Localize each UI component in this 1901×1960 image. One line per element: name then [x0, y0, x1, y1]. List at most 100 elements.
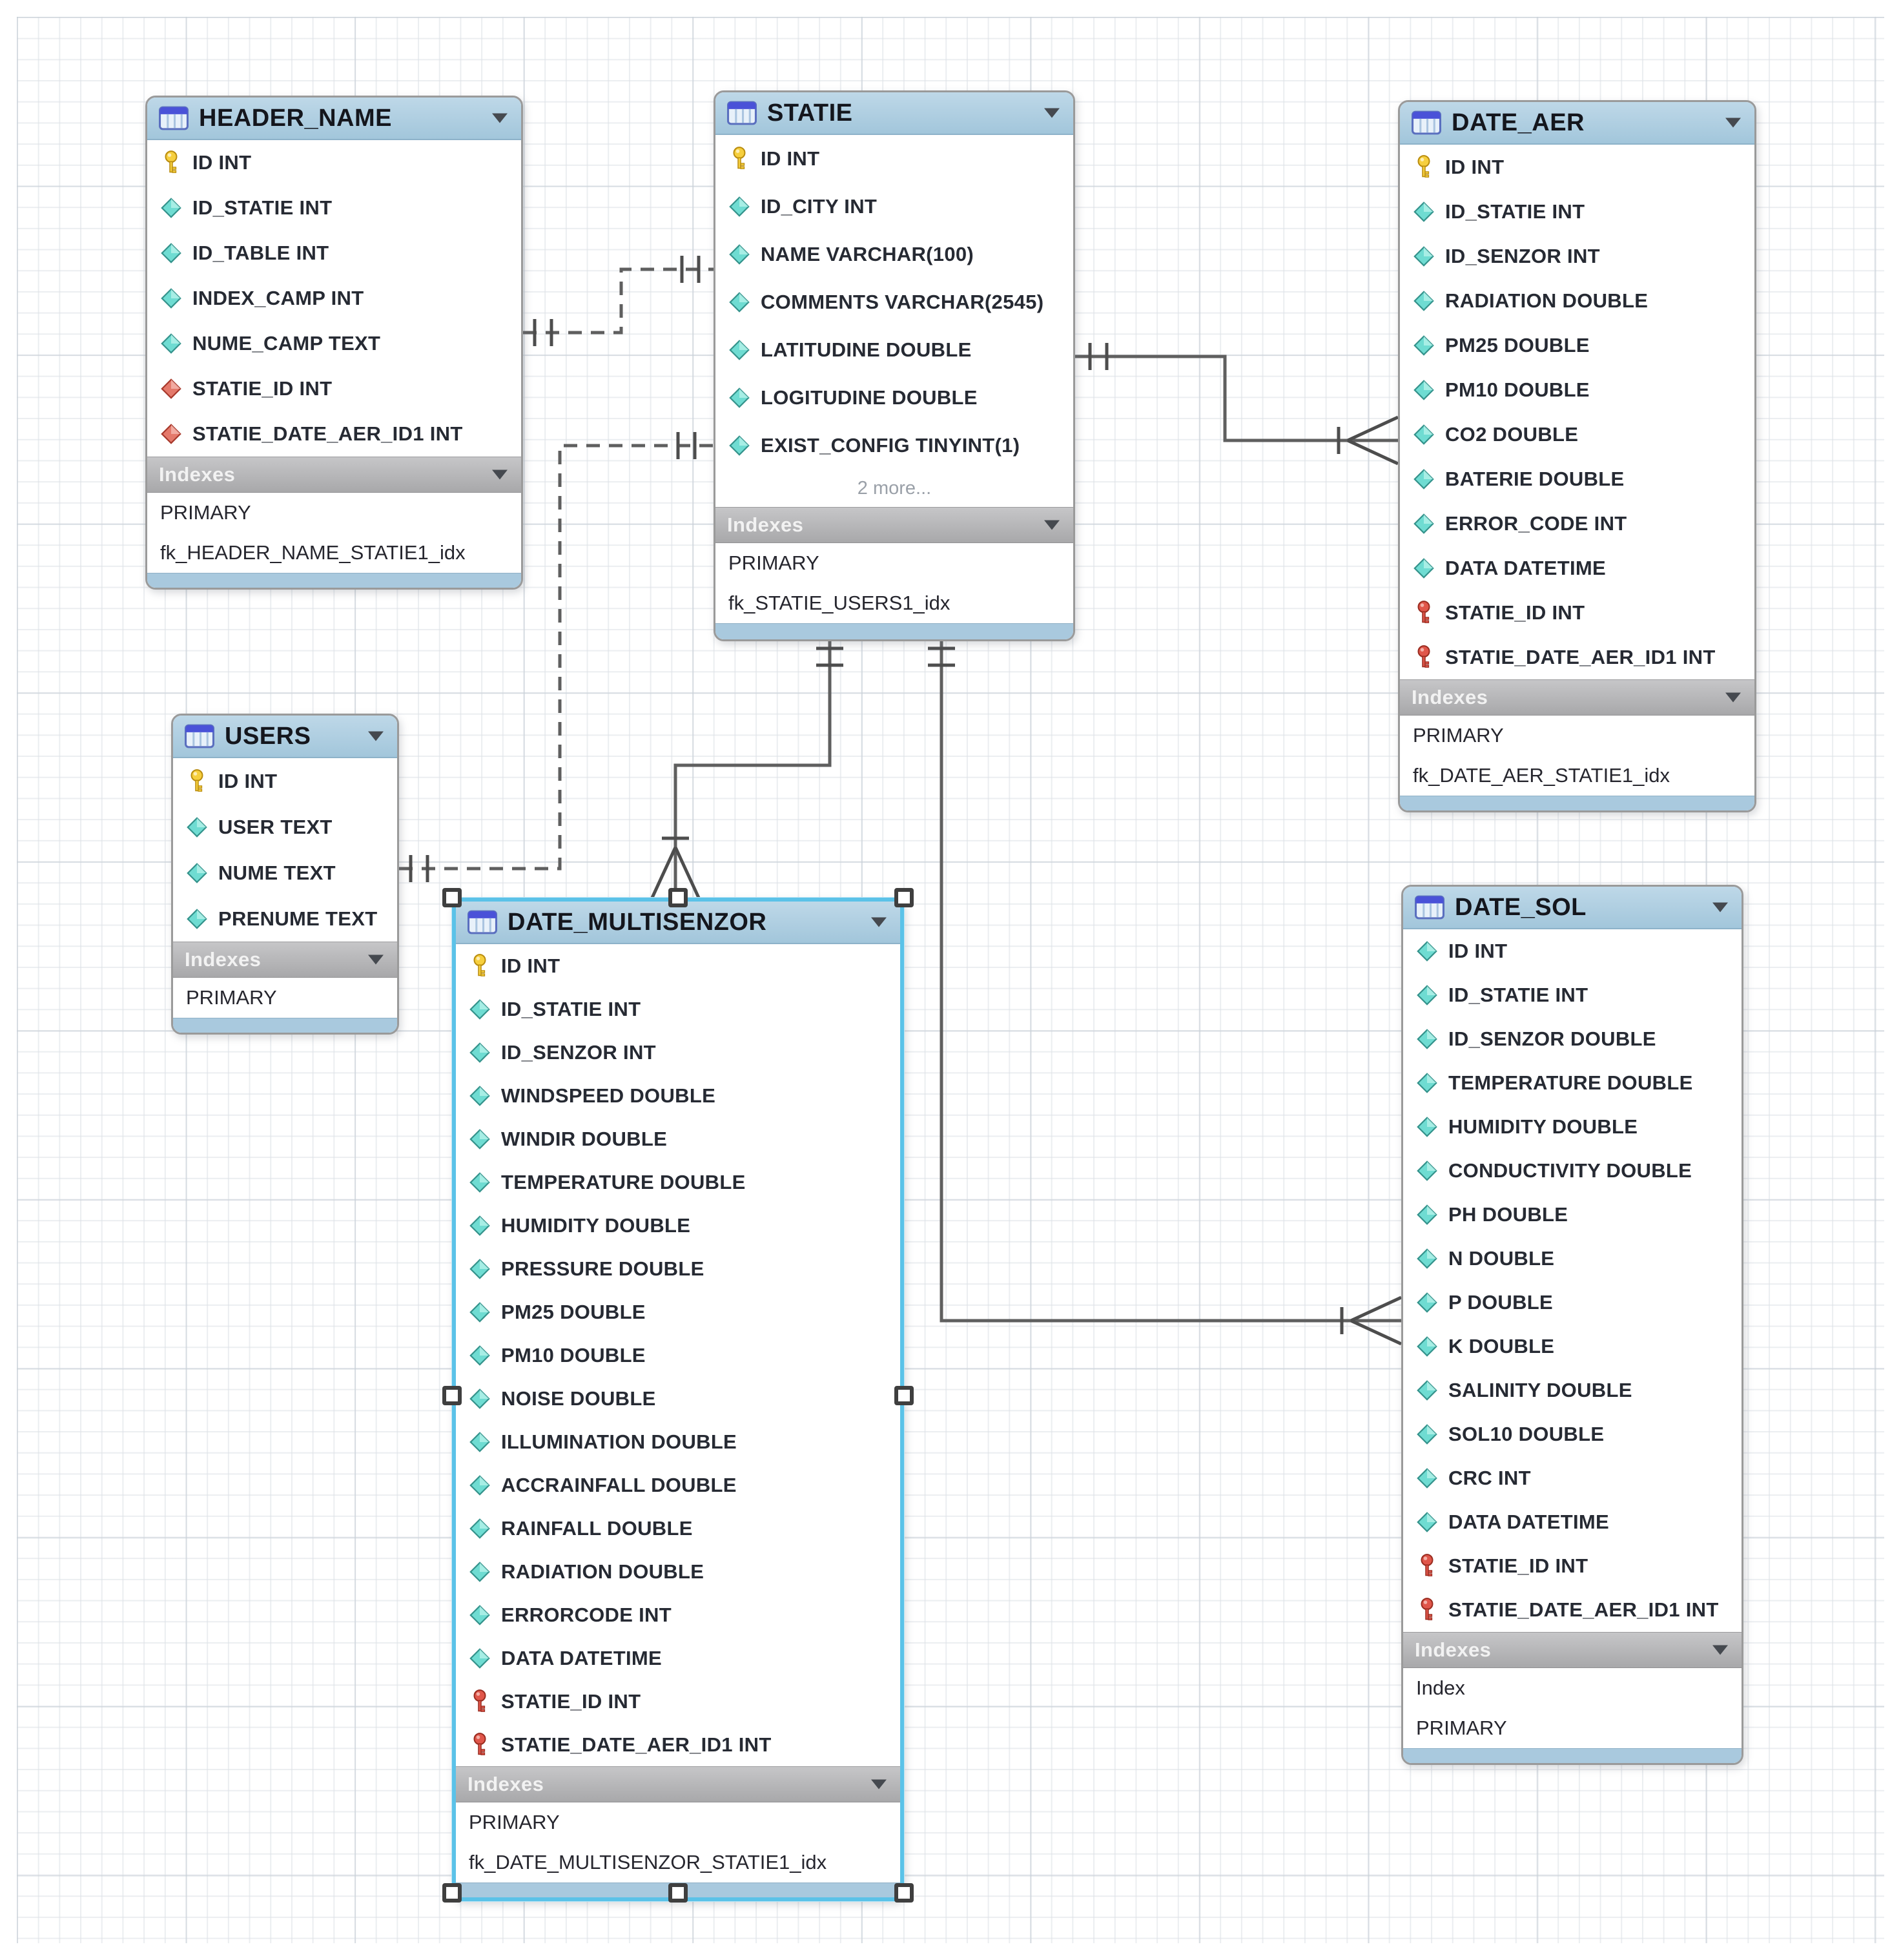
chevron-down-icon[interactable]	[1042, 106, 1062, 120]
field-label: RADIATION DOUBLE	[501, 1560, 704, 1583]
indexes-header[interactable]: Indexes	[456, 1766, 900, 1802]
field-row: SALINITY DOUBLE	[1403, 1368, 1742, 1412]
selection-handle[interactable]	[442, 1883, 462, 1903]
table-footer	[1400, 796, 1754, 810]
field-row: PH DOUBLE	[1403, 1193, 1742, 1237]
chevron-down-icon[interactable]	[366, 729, 385, 743]
column-icon	[160, 285, 182, 311]
chevron-down-icon[interactable]	[490, 111, 509, 125]
table-titlebar[interactable]: DATE_SOL	[1403, 887, 1742, 929]
column-icon	[1413, 199, 1435, 225]
field-label: SOL10 DOUBLE	[1448, 1423, 1605, 1445]
field-label: CO2 DOUBLE	[1445, 422, 1579, 446]
selection-handle[interactable]	[894, 1385, 914, 1405]
field-label: WINDIR DOUBLE	[501, 1127, 668, 1150]
chevron-down-icon[interactable]	[1711, 900, 1730, 914]
table-titlebar[interactable]: DATE_MULTISENZOR	[456, 902, 900, 944]
selection-handle[interactable]	[894, 1883, 914, 1903]
field-row: INDEX_CAMP INT	[147, 276, 521, 321]
table-icon	[185, 724, 214, 748]
chevron-down-icon[interactable]	[490, 468, 509, 482]
field-row: RADIATION DOUBLE	[456, 1550, 900, 1593]
field-label: P DOUBLE	[1448, 1291, 1554, 1314]
field-row: PM25 DOUBLE	[1400, 323, 1754, 367]
relationship-statie-date-aer[interactable]	[1075, 343, 1399, 466]
table-title: USERS	[225, 722, 311, 750]
indexes-header[interactable]: Indexes	[173, 942, 397, 978]
fk-diamond-icon	[160, 421, 182, 447]
field-label: STATIE_ID INT	[1448, 1554, 1588, 1577]
field-label: K DOUBLE	[1448, 1335, 1555, 1357]
relationship-statie-date-multisenzor[interactable]	[650, 637, 843, 899]
index-row: fk_STATIE_USERS1_idx	[728, 592, 951, 614]
column-icon	[469, 1170, 491, 1195]
field-label: HUMIDITY DOUBLE	[501, 1213, 691, 1237]
field-label: PRENUME TEXT	[218, 907, 378, 930]
chevron-down-icon[interactable]	[1723, 116, 1743, 130]
field-row: STATIE_DATE_AER_ID1 INT	[456, 1723, 900, 1766]
field-row: ID_STATIE INT	[1400, 189, 1754, 234]
relationship-users-statie[interactable]	[399, 432, 714, 882]
field-row: RADIATION DOUBLE	[1400, 278, 1754, 323]
chevron-down-icon[interactable]	[1711, 1643, 1730, 1657]
chevron-down-icon[interactable]	[366, 953, 385, 967]
column-icon	[1416, 1334, 1438, 1359]
selection-handle[interactable]	[668, 888, 688, 907]
table-titlebar[interactable]: STATIE	[715, 92, 1073, 135]
relationship-statie-date-sol[interactable]	[928, 637, 1403, 1346]
chevron-down-icon[interactable]	[1723, 690, 1743, 705]
column-icon	[728, 289, 750, 315]
table-title: DATE_SOL	[1455, 893, 1587, 921]
more-fields-row[interactable]: 2 more...	[857, 477, 932, 499]
index-row: PRIMARY	[469, 1811, 560, 1833]
selection-handle[interactable]	[668, 1883, 688, 1903]
indexes-header[interactable]: Indexes	[1403, 1632, 1742, 1668]
field-row: ID_TABLE INT	[147, 231, 521, 276]
field-label: ILLUMINATION DOUBLE	[501, 1430, 737, 1453]
field-label: STATIE_ID INT	[1445, 601, 1585, 624]
chevron-down-icon[interactable]	[869, 915, 889, 929]
field-row: SOL10 DOUBLE	[1403, 1412, 1742, 1456]
field-row: STATIE_DATE_AER_ID1 INT	[1400, 635, 1754, 679]
index-row: fk_DATE_AER_STATIE1_idx	[1413, 764, 1670, 787]
field-row: STATIE_ID INT	[1403, 1544, 1742, 1588]
selection-handle[interactable]	[442, 888, 462, 907]
field-label: LATITUDINE DOUBLE	[761, 338, 972, 361]
field-label: ID INT	[761, 147, 820, 170]
field-row: ID INT	[1400, 145, 1754, 189]
indexes-header[interactable]: Indexes	[147, 457, 521, 493]
table-titlebar[interactable]: USERS	[173, 716, 397, 758]
selection-handle[interactable]	[442, 1385, 462, 1405]
column-icon	[186, 906, 208, 932]
relationship-header-name-statie[interactable]	[523, 256, 714, 346]
column-icon	[469, 1429, 491, 1455]
field-row: DATA DATETIME	[456, 1636, 900, 1680]
column-icon	[728, 385, 750, 411]
indexes-header[interactable]: Indexes	[715, 507, 1073, 543]
column-icon	[469, 1559, 491, 1585]
indexes-header[interactable]: Indexes	[1400, 679, 1754, 716]
field-label: SALINITY DOUBLE	[1448, 1379, 1632, 1401]
table-footer	[147, 573, 521, 588]
chevron-down-icon[interactable]	[869, 1777, 889, 1791]
selection-handle[interactable]	[894, 888, 914, 907]
table-titlebar[interactable]: DATE_AER	[1400, 102, 1754, 145]
field-row: PRENUME TEXT	[173, 896, 397, 942]
field-label: ERROR_CODE INT	[1445, 511, 1627, 535]
column-icon	[469, 1343, 491, 1368]
table-titlebar[interactable]: HEADER_NAME	[147, 98, 521, 140]
chevron-down-icon[interactable]	[1042, 518, 1062, 532]
table-footer	[173, 1018, 397, 1033]
column-icon	[160, 240, 182, 266]
column-icon	[469, 1602, 491, 1628]
